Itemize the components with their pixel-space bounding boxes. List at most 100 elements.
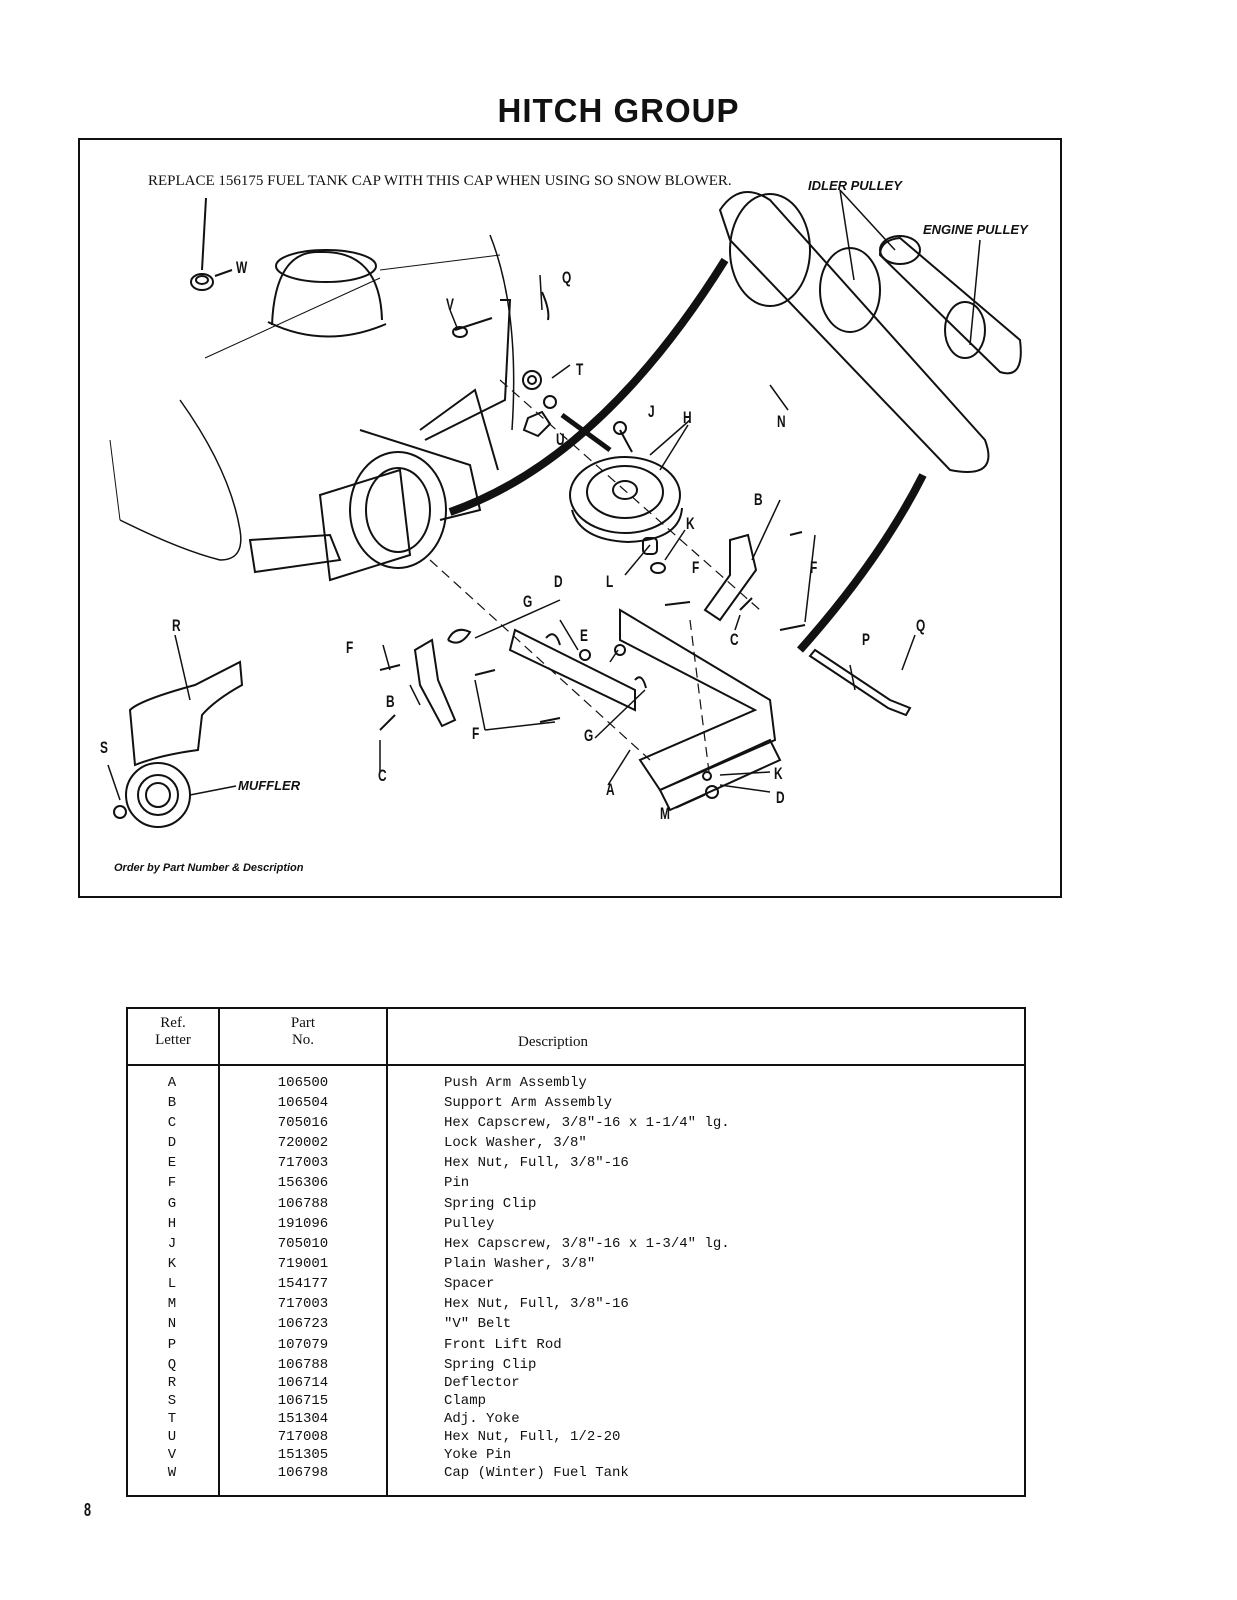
ref-letter-cell: Q <box>167 1357 177 1373</box>
header-part-line1: Part <box>290 1015 316 1031</box>
muffler-part <box>125 762 191 828</box>
description-cell: Hex Nut, Full, 1/2-20 <box>444 1429 621 1445</box>
ref-letter-cell: D <box>167 1135 177 1151</box>
ref-letter-d: D <box>554 572 563 591</box>
header-description: Description <box>518 1034 588 1050</box>
ref-letter-cell: B <box>167 1095 177 1111</box>
ref-letter-cell: T <box>167 1411 177 1427</box>
ref-letter-q: Q <box>562 268 572 287</box>
table-row: B 106504 Support Arm Assembly <box>128 1095 1024 1115</box>
description-cell: Hex Nut, Full, 3/8"-16 <box>444 1296 629 1312</box>
ref-letter-p: P <box>862 630 870 649</box>
deflector-part <box>128 660 244 767</box>
description-cell: Deflector <box>444 1375 520 1391</box>
part-number-cell: 156306 <box>277 1175 329 1191</box>
description-cell: Hex Capscrew, 3/8"-16 x 1-1/4" lg. <box>444 1115 730 1131</box>
idler-pulley-callout: IDLER PULLEY <box>808 178 902 193</box>
page-title: HITCH GROUP <box>497 92 740 129</box>
table-row: T 151304 Adj. Yoke <box>128 1411 1024 1431</box>
ref-letter-cell: G <box>167 1196 177 1212</box>
description-cell: Hex Nut, Full, 3/8"-16 <box>444 1155 629 1171</box>
header-part-no: Part No. <box>220 1015 386 1049</box>
page-number: 8 <box>84 1500 92 1520</box>
part-number-cell: 106798 <box>277 1465 329 1481</box>
description-cell: Spring Clip <box>444 1357 537 1373</box>
engine-pulley-callout: ENGINE PULLEY <box>923 222 1028 237</box>
ref-letter-a: A <box>606 780 615 799</box>
part-number-cell: 717008 <box>277 1429 329 1445</box>
description-cell: Adj. Yoke <box>444 1411 520 1427</box>
part-number-cell: 151304 <box>277 1411 329 1427</box>
part-number-cell: 106715 <box>277 1393 329 1409</box>
table-row: Q 106788 Spring Clip <box>128 1357 1024 1377</box>
ref-letter-b: B <box>386 692 395 711</box>
ref-letter-cell: A <box>167 1075 177 1091</box>
part-number-cell: 106788 <box>277 1357 329 1373</box>
header-divider <box>128 1064 1024 1066</box>
header-ref-line1: Ref. <box>160 1015 186 1031</box>
description-cell: Spring Clip <box>444 1196 537 1212</box>
ref-letter-n: N <box>777 412 786 431</box>
column-divider <box>218 1009 220 1495</box>
description-cell: Lock Washer, 3/8" <box>444 1135 587 1151</box>
part-number-cell: 705010 <box>277 1236 329 1252</box>
ref-letter-cell: E <box>167 1155 177 1171</box>
exploded-parts-diagram: REPLACE 156175 FUEL TANK CAP WITH THIS C… <box>78 138 1062 898</box>
description-cell: Pulley <box>444 1216 495 1232</box>
part-number-cell: 719001 <box>277 1256 329 1272</box>
part-number-cell: 106723 <box>277 1316 329 1332</box>
ref-letter-cell: V <box>167 1447 177 1463</box>
order-note: Order by Part Number & Description <box>114 862 304 874</box>
description-cell: Support Arm Assembly <box>444 1095 613 1111</box>
fuel-tank-neck <box>271 250 383 326</box>
ref-letter-g: G <box>523 592 533 611</box>
ref-letter-cell: N <box>167 1316 177 1332</box>
ref-letter-g: G <box>584 726 594 745</box>
description-cell: Push Arm Assembly <box>444 1075 587 1091</box>
ref-letter-cell: S <box>167 1393 177 1409</box>
fuel-cap-note: REPLACE 156175 FUEL TANK CAP WITH THIS C… <box>148 173 732 189</box>
description-cell: Yoke Pin <box>444 1447 512 1463</box>
winter-cap-part <box>190 273 214 291</box>
ref-letter-b: B <box>754 490 763 509</box>
ref-letter-f: F <box>810 558 818 577</box>
table-row: U 717008 Hex Nut, Full, 1/2-20 <box>128 1429 1024 1449</box>
ref-letter-q: Q <box>916 616 926 635</box>
part-number-cell: 720002 <box>277 1135 329 1151</box>
ref-letter-r: R <box>172 616 181 635</box>
ref-letter-cell: H <box>167 1216 177 1232</box>
part-number-cell: 191096 <box>277 1216 329 1232</box>
ref-letter-cell: C <box>167 1115 177 1131</box>
part-number-cell: 106504 <box>277 1095 329 1111</box>
pulley-part <box>569 456 681 534</box>
ref-letter-cell: M <box>167 1296 177 1312</box>
part-number-cell: 705016 <box>277 1115 329 1131</box>
ref-letter-e: E <box>580 626 588 645</box>
ref-letter-v: V <box>446 295 454 314</box>
description-cell: Clamp <box>444 1393 487 1409</box>
ref-letter-cell: K <box>167 1256 177 1272</box>
ref-letter-t: T <box>576 360 584 379</box>
table-row: C 705016 Hex Capscrew, 3/8"-16 x 1-1/4" lg… <box>128 1115 1024 1135</box>
table-row: D 720002 Lock Washer, 3/8" <box>128 1135 1024 1155</box>
ref-letter-cell: L <box>167 1276 177 1292</box>
part-number-cell: 154177 <box>277 1276 329 1292</box>
ref-letter-c: C <box>730 630 739 649</box>
ref-letter-u: U <box>556 430 565 449</box>
description-cell: "V" Belt <box>444 1316 512 1332</box>
ref-letter-cell: R <box>167 1375 177 1391</box>
ref-letter-cell: U <box>167 1429 177 1445</box>
table-row: N 106723 "V" Belt <box>128 1316 1024 1336</box>
ref-letter-cell: W <box>167 1465 177 1481</box>
ref-letter-f: F <box>692 558 700 577</box>
ref-letter-h: H <box>683 408 692 427</box>
